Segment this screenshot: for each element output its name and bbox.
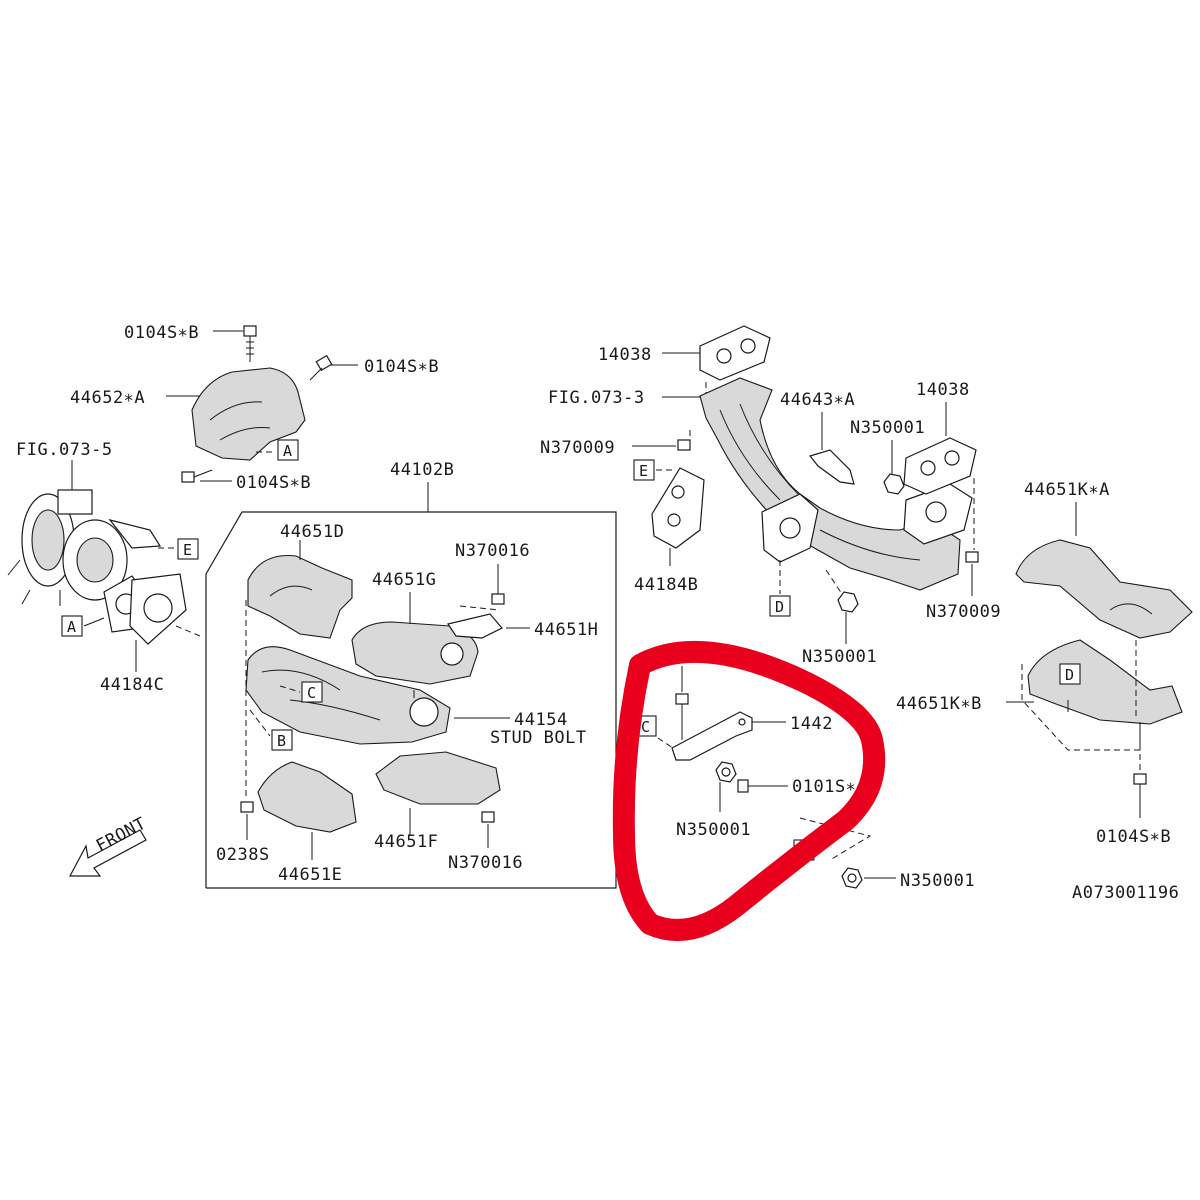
gasket-icon	[129, 573, 187, 645]
turbo-icon	[7, 489, 162, 606]
tag-d-right: D	[1065, 666, 1074, 684]
cover-label: 44652∗A	[70, 388, 145, 408]
nut-icon	[240, 801, 254, 813]
bolt-icon	[181, 469, 213, 483]
cover-f-label: 44651F	[374, 832, 438, 852]
tag-c-bracket: C	[641, 718, 650, 736]
bolt-icon	[309, 354, 333, 381]
cover-a-shape	[808, 449, 855, 485]
tag-d-pipe: D	[775, 598, 784, 616]
stud-text-label: STUD BOLT	[490, 728, 587, 748]
stud-part-label: 44154	[514, 710, 568, 730]
gasket-icon	[903, 437, 977, 495]
fig-ref-pipe: FIG.073-3	[548, 388, 645, 408]
nut-top-label: N370016	[455, 541, 530, 561]
right-cover-b-label: 44651K∗B	[896, 694, 982, 714]
bracket-shape	[671, 711, 753, 761]
tag-b-center: B	[277, 732, 286, 750]
center-group: 44102B 44651D 44651G N370016 44651H C B	[205, 460, 617, 889]
nut-icon	[883, 473, 905, 495]
right-bolt-label: 0104S∗B	[1096, 827, 1171, 847]
pipe-group: 14038 FIG.073-3 N370009 E 44184B	[540, 325, 1001, 667]
tag-a-left: A	[67, 618, 76, 636]
cover-f-shape	[375, 751, 501, 805]
cover-g-label: 44651G	[372, 570, 436, 590]
nut-icon	[491, 593, 505, 605]
front-arrow: FRONT	[69, 814, 150, 877]
nut-icon	[715, 761, 737, 783]
left-assembly: 0104S∗B 0104S∗B 44652∗A A 0104S∗B FIG.07…	[7, 323, 439, 695]
pipe-shape	[699, 377, 961, 591]
bolt-right-label: 0104S∗B	[364, 357, 439, 377]
nut-icon	[481, 811, 495, 823]
cover-e-label: 44651E	[278, 865, 342, 885]
bolt-icon	[737, 779, 749, 793]
gasket-label: 44184C	[100, 675, 164, 695]
right-cover-a-label: 44651K∗A	[1024, 480, 1110, 500]
cover-a-label: 44643∗A	[780, 390, 855, 410]
tag-c-center: C	[307, 684, 316, 702]
nut-icon	[837, 591, 859, 613]
fig-ref-left: FIG.073-5	[16, 440, 113, 460]
nut-bottom-label: 0238S	[216, 845, 270, 865]
right-cover-a-shape	[1015, 539, 1193, 639]
tag-a-top: A	[283, 442, 292, 460]
tag-e-pipe: E	[639, 462, 648, 480]
bolt-icon	[243, 325, 257, 362]
figure-code: A073001196	[1072, 883, 1179, 903]
nut-a-label: N350001	[850, 418, 925, 438]
nut-icon	[841, 867, 863, 889]
cover-h-label: 44651H	[534, 620, 598, 640]
assembly-label: 44102B	[390, 460, 454, 480]
right-cover-b-shape	[1027, 639, 1183, 725]
tag-box	[277, 439, 299, 461]
gasket-top-label: 14038	[598, 345, 652, 365]
nut-icon	[677, 439, 691, 451]
gasket-right-label: 14038	[916, 380, 970, 400]
nut-bottom-label-pipe: N350001	[802, 647, 877, 667]
nut-right-label: N370009	[926, 602, 1001, 622]
nut-bottom-right-label: N370016	[448, 853, 523, 873]
bracket-nut-lower-label: N350001	[900, 871, 975, 891]
nut-left-label: N370009	[540, 438, 615, 458]
gasket-icon	[651, 467, 705, 549]
cover-e-shape	[257, 761, 357, 833]
heat-cover-shape	[191, 367, 306, 461]
bolt-icon	[675, 693, 689, 705]
bracket-bolt-right-label: 0101S∗	[792, 777, 856, 797]
cover-d-shape	[247, 554, 353, 639]
bracket-nut-label: N350001	[676, 820, 751, 840]
highlight-loop	[612, 640, 886, 941]
gasket-icon	[699, 325, 771, 381]
cover-d-label: 44651D	[280, 522, 344, 542]
nut-icon	[965, 551, 979, 563]
tag-e-left: E	[183, 541, 192, 559]
right-group: 44651K∗A D 44651K∗B 0104S∗B	[896, 480, 1193, 847]
assembly-frame	[205, 511, 617, 889]
gasket-e-label: 44184B	[634, 575, 698, 595]
bracket-label: 1442	[790, 714, 833, 734]
bolt-icon	[1133, 773, 1147, 785]
bolt-top-label: 0104S∗B	[124, 323, 199, 343]
manifold-shape	[245, 646, 451, 745]
bolt-bottom-label: 0104S∗B	[236, 473, 311, 493]
cover-h-shape	[447, 613, 503, 639]
